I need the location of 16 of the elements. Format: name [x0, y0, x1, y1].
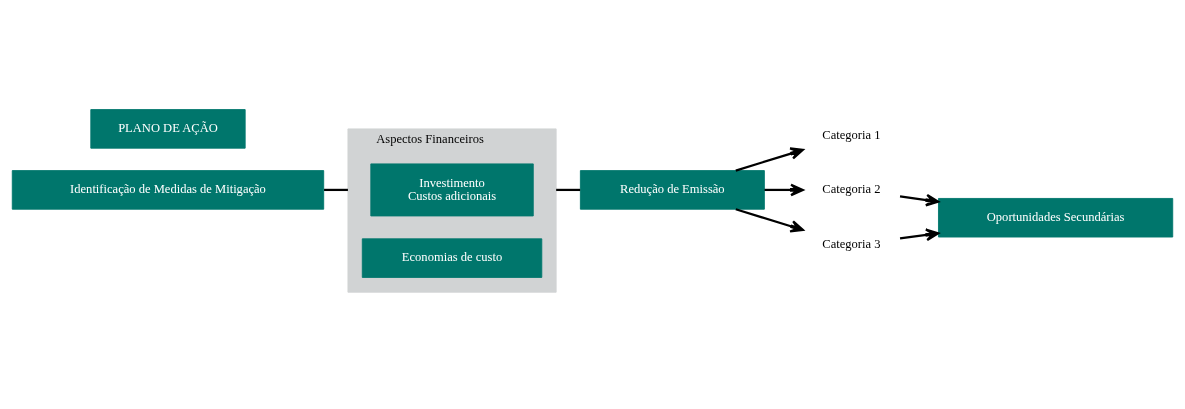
node-box: Economias de custo [361, 238, 543, 278]
node-box: PLANO DE AÇÃO [90, 109, 246, 149]
node-text: Categoria 2 [822, 182, 881, 197]
connector [324, 188, 348, 192]
arrow [764, 183, 804, 197]
node-text: Categoria 1 [822, 127, 881, 142]
node-box: Oportunidades Secundárias [938, 198, 1174, 238]
arrow [899, 228, 940, 242]
arrow [735, 147, 804, 172]
node-box: Redução de Emissão [579, 170, 765, 210]
node-box: Investimento Custos adicionais [370, 163, 534, 217]
arrow [735, 208, 804, 233]
node-text: Categoria 3 [822, 236, 881, 251]
arrow [899, 193, 940, 207]
node-box: Identificação de Medidas de Mitigação [11, 170, 325, 210]
connector [556, 188, 581, 192]
